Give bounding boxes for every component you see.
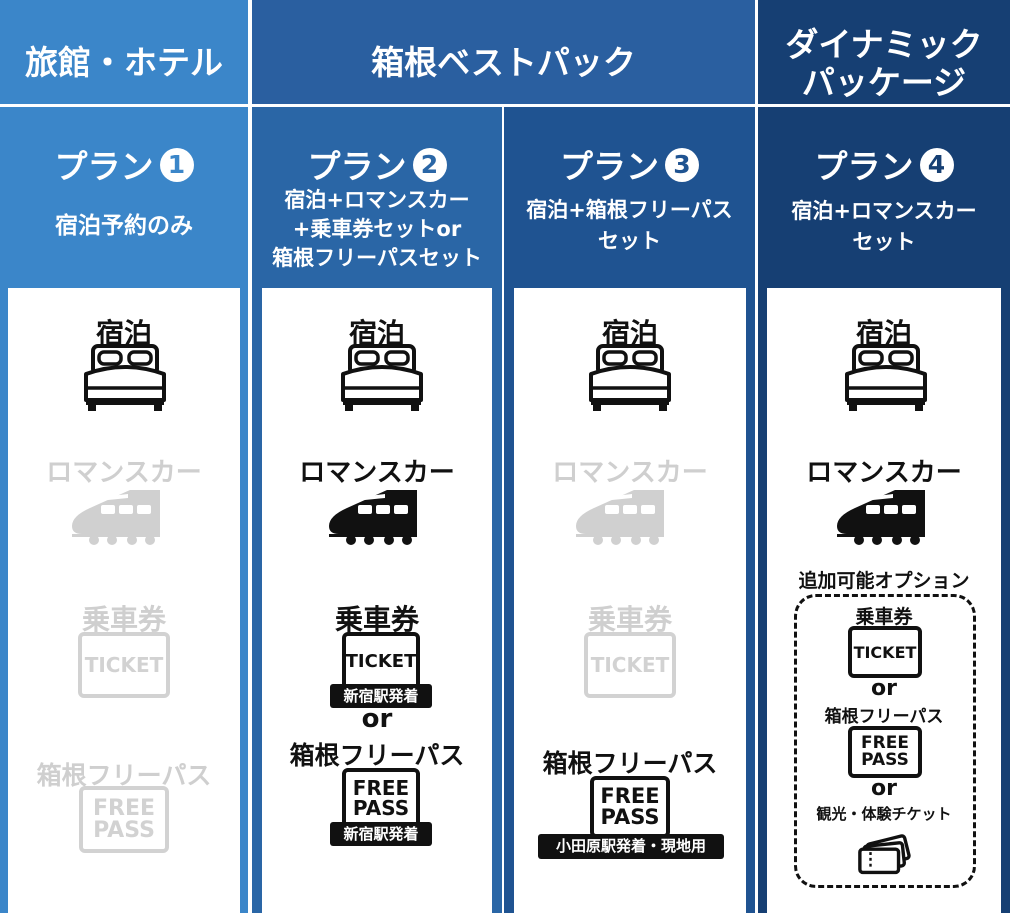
- c1-ticket-label: 乗車券: [81, 603, 166, 636]
- c2-free-text: FREE: [352, 776, 410, 800]
- free-pass-icon: FREE PASS: [848, 726, 922, 778]
- c1-freepass-label: 箱根フリーパス: [36, 761, 212, 790]
- ticket-icon: TICKET: [342, 632, 420, 690]
- c4-ticket-label: 乗車券: [855, 606, 913, 628]
- plan-1-title-text: プラン: [54, 147, 154, 186]
- train-icon: [837, 490, 925, 545]
- plan-3-number: 3: [665, 147, 699, 182]
- plan-4-desc-2: セット: [852, 230, 916, 254]
- c2-ticket-label: 乗車券: [334, 603, 419, 636]
- c3-free-text: FREE: [600, 784, 660, 808]
- c4-ticket-text: TICKET: [853, 642, 917, 662]
- ticket-icon: TICKET: [584, 632, 676, 698]
- bed-icon: [589, 344, 671, 411]
- c2-romancecar-label: ロマンスカー: [299, 458, 455, 488]
- c3-odawara-tag: 小田原駅発着・現地用: [538, 834, 724, 859]
- c2-ticket-shinjuku-tag: 新宿駅発着: [330, 684, 432, 708]
- c2-pass-shinjuku-tag: 新宿駅発着: [330, 822, 432, 846]
- c2-pass-text: PASS: [352, 796, 410, 820]
- ticket-icon: TICKET: [78, 632, 170, 698]
- plan-1-desc: 宿泊予約のみ: [55, 213, 193, 239]
- c4-sightseeing-label: 観光・体験チケット: [816, 805, 952, 823]
- bed-icon: [845, 344, 927, 411]
- plan-2-title-text: プラン: [307, 147, 407, 186]
- tickets-icon: [858, 834, 911, 875]
- header-dynamic-1: ダイナミック: [785, 25, 983, 64]
- c3-freepass-label: 箱根フリーパス: [542, 749, 718, 778]
- plan-2-desc-2: +乗車券セットor: [292, 217, 462, 241]
- free-pass-icon: FREE PASS: [590, 776, 670, 838]
- header-bestpack: 箱根ベストパック: [371, 43, 636, 82]
- c4-option-box: [794, 594, 976, 888]
- plan-2-number: 2: [412, 147, 447, 182]
- header-ryokan: 旅館・ホテル: [25, 43, 223, 82]
- train-icon: [72, 490, 160, 545]
- c4-pass-text: PASS: [861, 750, 909, 770]
- c3-ticket-text: TICKET: [590, 653, 670, 677]
- c4-romancecar-label: ロマンスカー: [806, 458, 962, 488]
- divider-1: [248, 0, 252, 913]
- c1-ticket-text: TICKET: [84, 653, 164, 677]
- plan-4-number: 4: [919, 147, 954, 182]
- c2-ticket-text: TICKET: [345, 650, 417, 672]
- bestpack-header-bg: [252, 0, 755, 104]
- train-icon: [576, 490, 664, 545]
- c4-option-title: 追加可能オプション: [798, 570, 970, 592]
- plan-2-desc-1: 宿泊+ロマンスカー: [284, 188, 470, 212]
- plan-4-title-text: プラン: [814, 147, 914, 186]
- ticket-icon: TICKET: [848, 626, 922, 678]
- free-pass-icon: FREE PASS: [342, 768, 420, 828]
- c3-romancecar-label: ロマンスカー: [552, 458, 708, 488]
- plan-1-number: 1: [159, 147, 194, 182]
- plan-3-desc-1: 宿泊+箱根フリーパス: [526, 198, 733, 222]
- c4-freepass-label: 箱根フリーパス: [824, 707, 944, 727]
- c1-pass-text: PASS: [93, 817, 155, 843]
- c3-ticket-label: 乗車券: [587, 603, 672, 636]
- divider-2: [502, 107, 504, 913]
- c4-or-2: or: [871, 776, 897, 801]
- plan-2-desc-3: 箱根フリーパスセット: [272, 246, 482, 270]
- bed-icon: [84, 344, 166, 411]
- c1-romancecar-label: ロマンスカー: [46, 458, 202, 488]
- divider-3: [755, 0, 758, 913]
- plan-4-desc-1: 宿泊+ロマンスカー: [791, 199, 977, 223]
- bed-icon: [341, 344, 423, 411]
- header-divider: [0, 104, 1010, 107]
- free-pass-icon: FREE PASS: [79, 786, 169, 853]
- c4-free-text: FREE: [861, 733, 909, 753]
- train-icon: [329, 490, 417, 545]
- plan-3-title-text: プラン: [560, 147, 659, 186]
- c4-or-1: or: [871, 676, 897, 701]
- plan-3-desc-2: セット: [598, 229, 661, 253]
- c1-free-text: FREE: [92, 795, 156, 821]
- header-dynamic-2: パッケージ: [801, 63, 967, 102]
- c2-or: or: [361, 704, 393, 734]
- c3-pass-text: PASS: [600, 805, 660, 829]
- c2-freepass-label: 箱根フリーパス: [289, 741, 465, 770]
